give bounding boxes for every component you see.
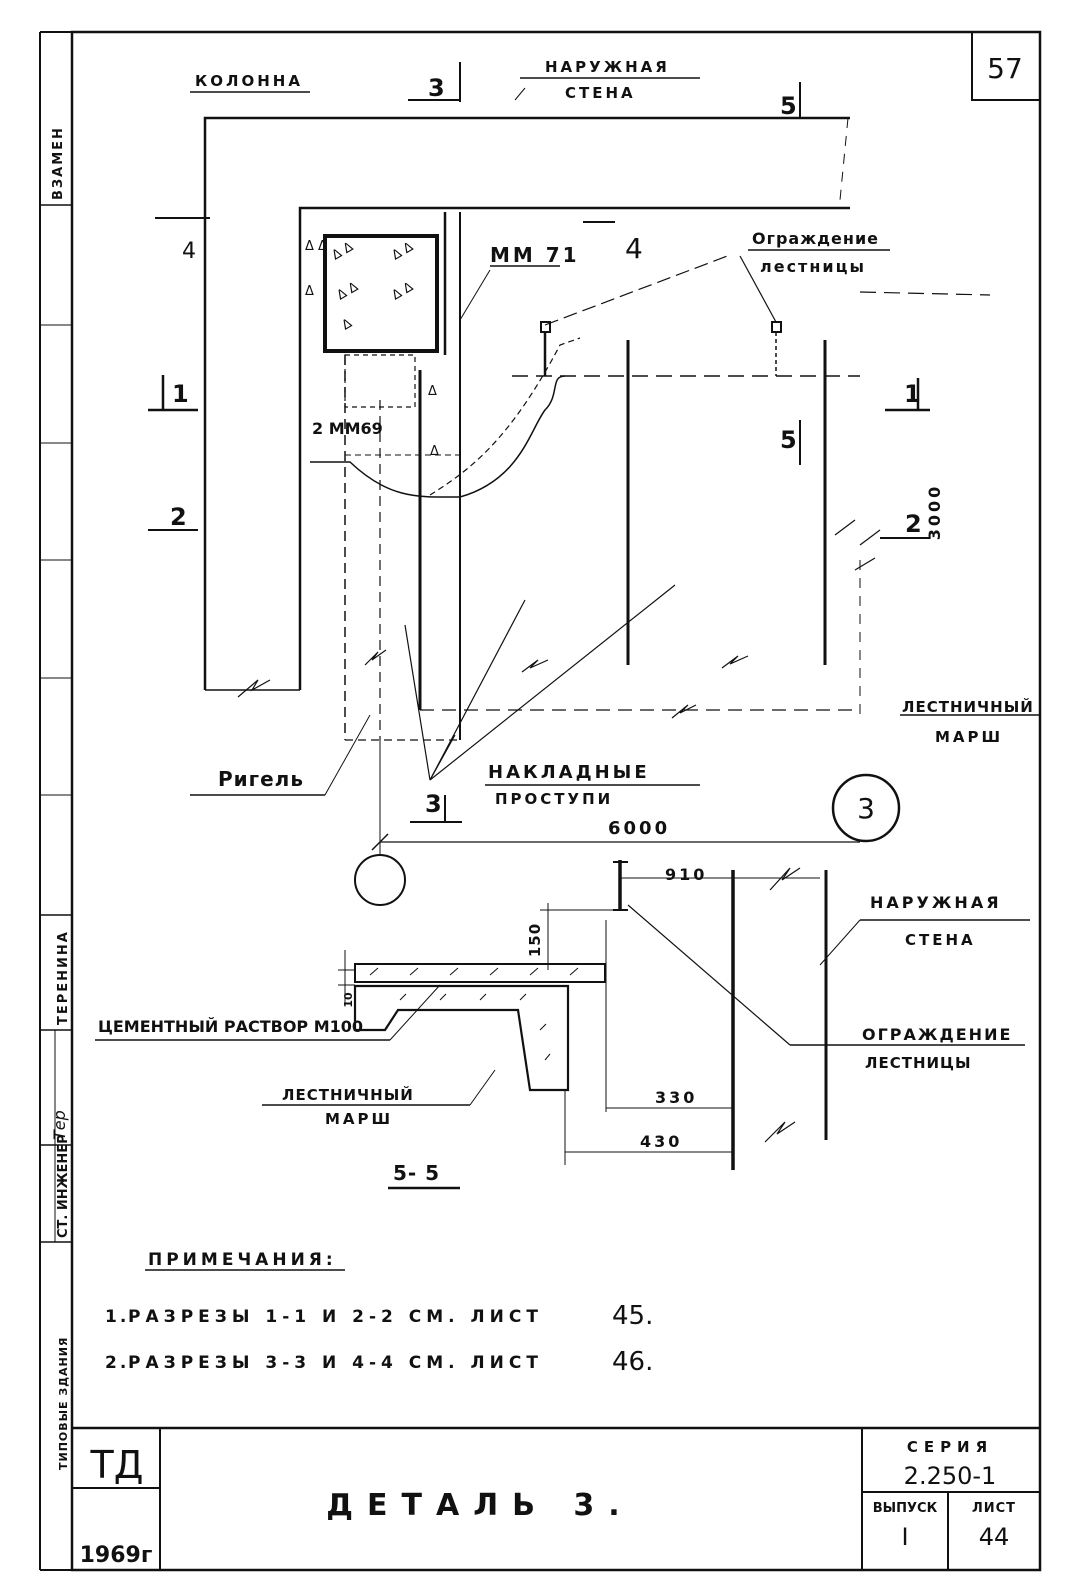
outer-wall-line [203,116,850,690]
label-kolonna: КОЛОННА [195,72,303,90]
tb-list-label: ЛИСТ [972,1501,1016,1516]
label-mm69: 2 ММ69 [312,419,383,438]
mark-2-right: 2 [905,510,922,538]
dim-6000: 6000 [608,818,670,839]
label-naruzhnaya-1: НАРУЖНАЯ [545,58,670,76]
label-prostupi: ПРОСТУПИ [495,790,613,808]
label-5-lestnicy: ЛЕСТНИЦЫ [865,1054,972,1072]
label-5-ograzhdenie: ОГРАЖДЕНИЕ [862,1025,1012,1044]
notes-heading: ПРИМЕЧАНИЯ: [148,1250,337,1270]
note-2-sheet: 46. [612,1347,653,1377]
svg-text:Δ Δ: Δ Δ [335,279,362,303]
label-marsh: МАРШ [935,728,1003,746]
note-1-text: РАЗРЕЗЫ 1-1 И 2-2 СМ. ЛИСТ [128,1307,543,1327]
tb-year: 1969г [80,1543,153,1568]
dim-10: 10 [342,992,355,1008]
section-title-55: 5- 5 [393,1161,440,1185]
svg-text:Δ Δ: Δ Δ [305,239,327,254]
svg-text:Δ Δ: Δ Δ [330,239,357,263]
svg-text:Δ: Δ [340,316,355,333]
note-2-text: РАЗРЕЗЫ 3-3 И 4-4 СМ. ЛИСТ [128,1353,543,1373]
tb-seriya-label: СЕРИЯ [907,1438,993,1456]
stamp-tipovye: ТИПОВЫЕ ЗДАНИЯ [57,1337,70,1470]
tb-vypusk-label: ВЫПУСК [873,1501,938,1516]
note-2-num: 2. [105,1353,129,1373]
label-ograzhdenie: Ограждение [752,229,879,248]
label-stena-1: СТЕНА [565,84,636,102]
column-hatching: Δ Δ Δ Δ Δ Δ Δ Δ Δ Δ Δ Δ Δ Δ [305,239,439,459]
detail-circle [831,773,901,843]
mark-5-top: 5 [780,92,797,120]
tb-title: ДЕТАЛЬ 3. [326,1488,633,1523]
sheet-frame [70,30,1042,1572]
svg-text:Δ Δ: Δ Δ [390,239,417,263]
stamp-vzamen: ВЗАМЕН [51,126,66,200]
dim-330: 330 [655,1088,697,1107]
label-lestnicy: лестницы [760,257,866,276]
dim-3000: 3000 [925,484,944,541]
label-rigel: Ригель [218,767,304,791]
tb-vypusk-value: I [901,1523,908,1551]
mark-3-bottom: 3 [425,790,442,818]
mark-2-left: 2 [170,503,187,531]
mark-4-left: 4 [182,239,196,264]
mark-5-mid: 5 [780,426,797,454]
label-cement: ЦЕМЕНТНЫЙ РАСТВОР М100 [98,1017,363,1036]
sheet-number: 57 [987,52,1023,85]
label-5-marsh: МАРШ [325,1110,393,1128]
axis-circle [354,854,406,906]
dim-150: 150 [526,923,544,957]
note-1-num: 1. [105,1307,129,1327]
svg-text:Δ: Δ [428,384,437,399]
label-5-lestnichny: ЛЕСТНИЧНЫЙ [282,1085,414,1104]
signature: Тер [50,1110,69,1140]
tb-td: ТД [90,1443,144,1487]
detail-circle-label: 3 [857,792,875,825]
label-lestnichny: ЛЕСТНИЧНЫЙ [902,697,1034,716]
tb-seriya-value: 2.250-1 [904,1462,997,1490]
stamp-st-ingener: СТ. ИНЖЕНЕР [56,1134,71,1238]
label-mm71: ММ 71 [490,243,580,267]
stamp-terenina: ТЕРЕНИНА [56,930,71,1025]
dim-910: 910 [665,865,707,884]
svg-text:Δ: Δ [305,284,314,299]
sheet-number-box [971,31,1041,101]
mark-3-top: 3 [428,74,445,102]
mark-4-mid: 4 [625,232,643,265]
svg-text:Δ Δ: Δ Δ [390,279,417,303]
svg-text:Δ: Δ [430,444,439,459]
column-square [323,234,439,353]
label-5-stena: СТЕНА [905,931,976,949]
note-1-sheet: 45. [612,1301,653,1331]
dim-430: 430 [640,1132,682,1151]
mark-1-left: 1 [172,380,189,408]
tb-list-value: 44 [979,1523,1010,1551]
mark-1-right: 1 [904,380,921,408]
label-nakladnye: НАКЛАДНЫЕ [488,762,650,783]
label-5-naruzhnaya: НАРУЖНАЯ [870,893,1002,912]
